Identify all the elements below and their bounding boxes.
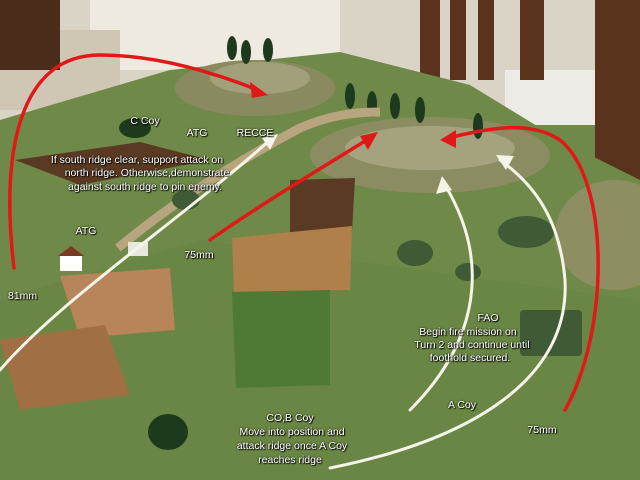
red-arrow-75mm-right [446, 125, 600, 412]
white-arrow-a-coy [408, 183, 474, 412]
trees [119, 36, 483, 450]
label-fao: FAO [477, 312, 499, 324]
red-arrowheads [250, 82, 456, 150]
wheat-field-west [60, 268, 175, 338]
label-cob-coy-1: CO,B Coy [266, 412, 314, 424]
label-c-coy-orders-3: against south ridge to pin enemy. [68, 181, 222, 193]
dirt-road [115, 107, 381, 252]
label-fao-orders-1: Begin fire mission on [419, 326, 517, 338]
label-cob-coy-2: Move into position and [239, 426, 345, 438]
white-arrows [0, 138, 567, 470]
label-atg-top: ATG [186, 127, 208, 139]
label-cob-coy-3: attack ridge once A Coy [236, 440, 348, 452]
unit-bases [172, 190, 582, 356]
plowed-field-center [290, 178, 355, 234]
white-arrow-cob-coy [328, 158, 567, 470]
label-c-coy: C Coy [130, 115, 160, 127]
label-c-coy-orders-1: If south ridge clear, support attack on [50, 154, 224, 166]
south-ridge-hill-top [345, 126, 515, 170]
label-75mm-right: 75mm [527, 424, 557, 436]
chair-back-left [0, 0, 60, 70]
white-arrowheads [262, 134, 514, 194]
label-81mm: 81mm [8, 290, 38, 302]
label-fao-orders-2: Turn 2 and continue until [414, 339, 530, 351]
red-arrow-81mm [8, 53, 260, 270]
wheat-field-southwest [0, 325, 130, 410]
red-arrow-75mm-center [208, 136, 372, 242]
farmhouse-west-roof [58, 246, 84, 256]
crop-field-center [232, 290, 330, 388]
label-c-coy-orders-2: north ridge. Otherwise,demonstrate [64, 167, 230, 179]
label-cob-coy-4: reaches ridge [258, 454, 322, 466]
wheat-field-center [232, 226, 352, 292]
white-arrow-c-coy [0, 138, 272, 372]
red-arrows [8, 53, 600, 412]
farmhouse-west [60, 255, 82, 271]
label-fao-orders-3: foothold secured. [429, 352, 511, 364]
label-a-coy: A Coy [447, 399, 477, 411]
label-atg-left: ATG [75, 225, 97, 237]
label-75mm-center: 75mm [184, 249, 214, 261]
label-recce: RECCE [236, 127, 274, 139]
north-ridge-hill-top [210, 62, 310, 94]
plowed-field-north [15, 142, 210, 185]
